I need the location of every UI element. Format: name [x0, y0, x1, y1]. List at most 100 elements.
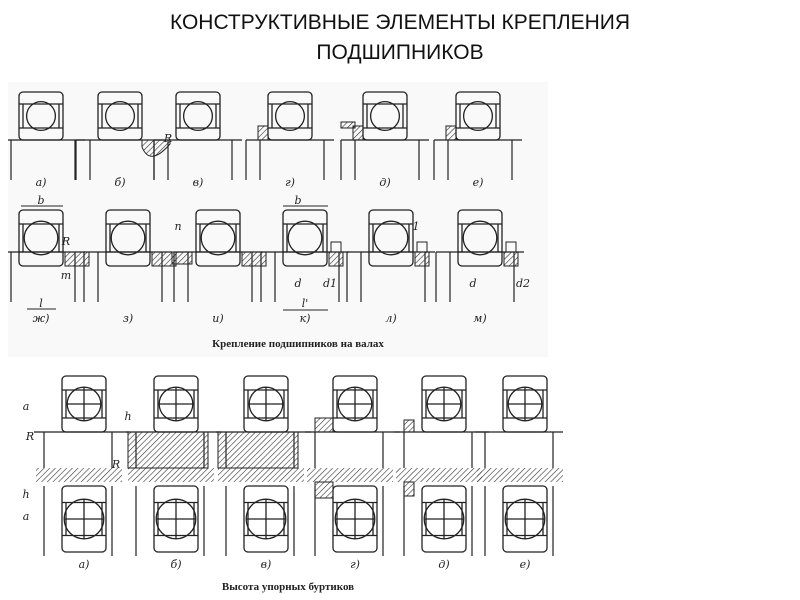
bearing — [455, 91, 501, 141]
bearing — [267, 91, 313, 141]
hatched-ring — [314, 417, 334, 433]
dimension-label: 1 — [413, 220, 420, 233]
dimension-label: l — [39, 297, 43, 310]
bearing — [457, 209, 503, 267]
dimension-label: d — [469, 277, 476, 290]
bearing — [243, 485, 289, 553]
figure1-label: а) — [36, 176, 47, 189]
bearing-outer-outline — [97, 91, 143, 141]
hatched-nut — [64, 251, 90, 267]
dimension-label: R — [25, 430, 34, 443]
bearing — [61, 485, 107, 553]
bearing-outer-outline — [267, 91, 313, 141]
bearing — [332, 485, 378, 553]
figure1-label: ж) — [33, 312, 50, 325]
bearing — [175, 91, 221, 141]
figure2-label: а) — [79, 558, 90, 571]
dimension-label: R — [111, 458, 120, 471]
bearing — [332, 375, 378, 433]
ball — [23, 220, 59, 256]
slide-title-line1: КОНСТРУКТИВНЫЕ ЭЛЕМЕНТЫ КРЕПЛЕНИЯ — [169, 11, 631, 34]
figure1-label: л) — [385, 312, 396, 325]
dimension-label: a — [23, 510, 30, 523]
bearing — [105, 209, 151, 267]
figure1-label: к) — [300, 312, 311, 325]
dimension-label: d — [294, 277, 301, 290]
ball — [369, 100, 401, 132]
dimension-label: a — [23, 400, 30, 413]
bearing-outer-outline — [362, 91, 408, 141]
dimension-label: R — [61, 235, 70, 248]
hatched-housing — [307, 468, 393, 482]
hatched-housing — [36, 468, 122, 482]
dimension-label: h — [124, 410, 131, 423]
bearing — [18, 91, 64, 141]
bearing-outer-outline — [457, 209, 503, 267]
bearing — [18, 209, 64, 267]
figure1-label: б) — [114, 176, 125, 189]
ball — [462, 220, 498, 256]
figure1-label: з) — [123, 312, 133, 325]
dimension-label: R — [163, 132, 172, 145]
figure1-label: е) — [473, 176, 484, 189]
lock-washer — [416, 241, 428, 253]
bearing-outer-outline — [332, 485, 378, 553]
dimension-label: h — [22, 488, 29, 501]
ball — [25, 100, 57, 132]
hatched-nut — [328, 251, 344, 267]
ball — [274, 100, 306, 132]
figure1-label: д) — [379, 176, 390, 189]
hatched-ring — [403, 481, 415, 497]
dimension-label: d2 — [516, 277, 530, 290]
hatched-housing — [218, 468, 304, 482]
bearing — [61, 375, 107, 433]
ball — [287, 220, 323, 256]
figure2-label: е) — [520, 558, 531, 571]
bearing — [368, 209, 414, 267]
bearing — [97, 91, 143, 141]
bearing-outer-outline — [243, 485, 289, 553]
dimension-label: d1 — [323, 277, 337, 290]
hatched-housing — [477, 468, 563, 482]
bearing-outer-outline — [368, 209, 414, 267]
bearing-outer-outline — [282, 209, 328, 267]
slide-title-line2: ПОДШИПНИКОВ — [316, 41, 484, 64]
bearing — [421, 485, 467, 553]
hatched-ring — [403, 419, 415, 433]
figure1-label: и) — [212, 312, 223, 325]
bearing — [502, 485, 548, 553]
hatched-housing — [396, 468, 482, 482]
ball — [373, 220, 409, 256]
bearing — [195, 209, 241, 267]
bearing-outer-outline — [61, 485, 107, 553]
hatched-shoulder — [141, 139, 171, 157]
bearing — [502, 375, 548, 433]
hatched-nut — [241, 251, 267, 267]
figure1-label: в) — [193, 176, 204, 189]
bearing-outer-outline — [153, 485, 199, 553]
dimension-label: b — [37, 194, 44, 207]
hatched-ring — [171, 251, 193, 265]
lock-washer — [505, 241, 517, 253]
dimension-label: n — [174, 220, 181, 233]
figure2-label: д) — [438, 558, 449, 571]
bearing-outer-outline — [195, 209, 241, 267]
hatched-housing — [128, 468, 214, 482]
dimension-label: m — [61, 269, 71, 282]
figure2-label: б) — [170, 558, 181, 571]
figure2-label: в) — [261, 558, 272, 571]
ball — [462, 100, 494, 132]
hatched-ring — [340, 121, 356, 129]
bearing-outer-outline — [455, 91, 501, 141]
bearing-outer-outline — [18, 209, 64, 267]
figure1-label: г) — [285, 176, 295, 189]
ball — [110, 220, 146, 256]
slide-title: КОНСТРУКТИВНЫЕ ЭЛЕМЕНТЫ КРЕПЛЕНИЯ ПОДШИП… — [0, 8, 800, 68]
bearing — [243, 375, 289, 433]
ball — [200, 220, 236, 256]
dimension-label: b — [294, 194, 301, 207]
bearing — [153, 375, 199, 433]
